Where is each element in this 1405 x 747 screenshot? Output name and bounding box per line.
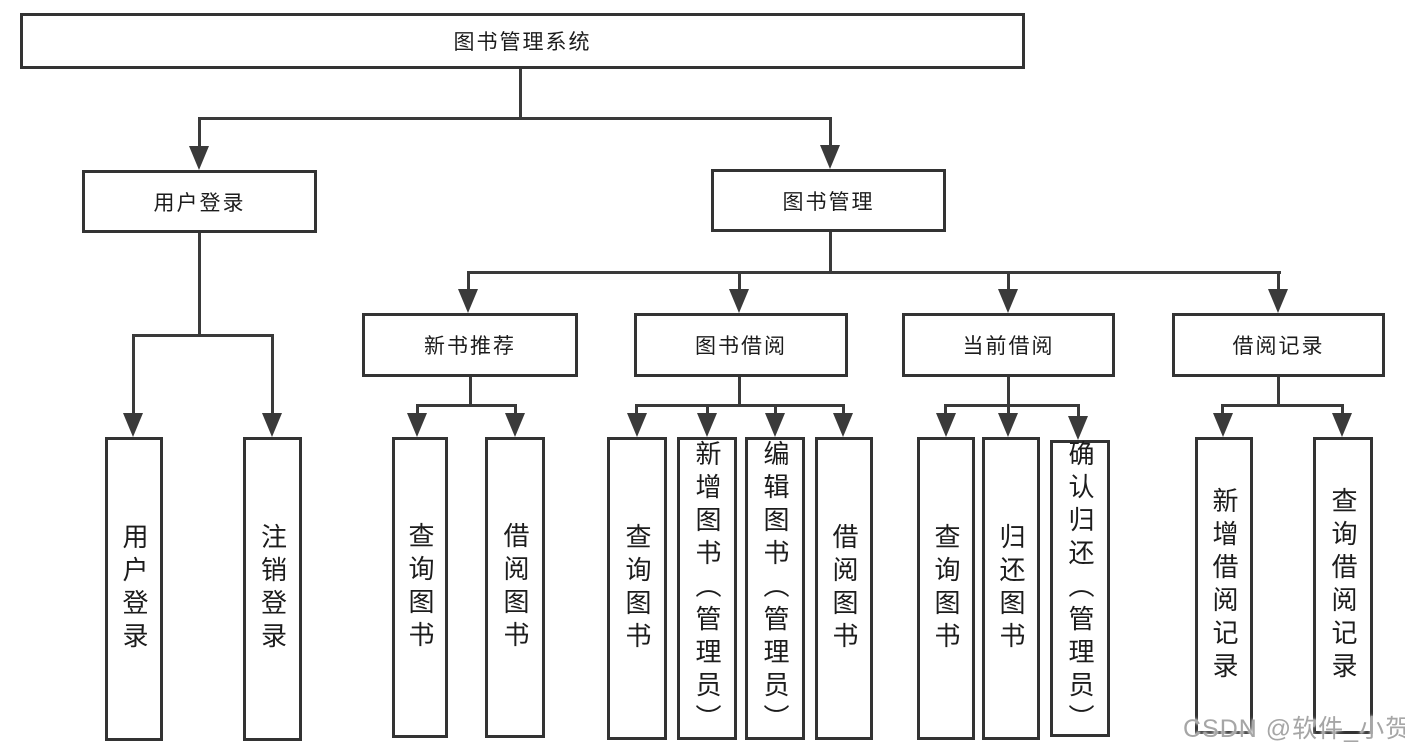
arrowhead-down-icon — [1213, 413, 1233, 437]
connector-line — [467, 271, 1281, 274]
connector-line — [416, 404, 517, 407]
connector-line — [1007, 271, 1010, 291]
connector-line — [198, 117, 201, 150]
arrowhead-down-icon — [458, 289, 478, 313]
leaf-label: 查询图书 — [405, 521, 435, 654]
connector-line — [829, 232, 832, 274]
arrowhead-down-icon — [189, 146, 209, 170]
arrowhead-down-icon — [407, 413, 427, 437]
arrowhead-down-icon — [833, 413, 853, 437]
leaf-label: 借阅图书 — [500, 521, 530, 654]
arrowhead-down-icon — [765, 413, 785, 437]
arrowhead-down-icon — [1268, 289, 1288, 313]
leaf-query-books-recommend: 查询图书 — [392, 437, 448, 738]
leaf-label: 用户登录 — [119, 523, 149, 655]
leaf-add-borrow-record: 新增借阅记录 — [1195, 437, 1253, 734]
connector-line — [467, 271, 470, 291]
leaf-borrow-books: 借阅图书 — [815, 437, 873, 740]
node-borrow-records: 借阅记录 — [1172, 313, 1385, 377]
leaf-query-books-borrow: 查询图书 — [607, 437, 667, 740]
node-book-borrow: 图书借阅 — [634, 313, 848, 377]
connector-line — [774, 404, 777, 418]
connector-line — [469, 377, 472, 407]
leaf-add-books-admin: 新增图书（管理员） — [677, 437, 737, 740]
leaf-label: 查询图书 — [931, 522, 961, 655]
leaf-edit-books-admin: 编辑图书（管理员） — [745, 437, 805, 740]
connector-line — [1077, 404, 1080, 418]
arrowhead-down-icon — [998, 289, 1018, 313]
leaf-query-books-current: 查询图书 — [917, 437, 975, 740]
connector-line — [416, 404, 419, 418]
connector-line — [635, 404, 638, 418]
connector-line — [1277, 377, 1280, 407]
connector-line — [132, 334, 274, 337]
connector-line — [198, 233, 201, 337]
connector-line — [519, 69, 522, 120]
arrowhead-down-icon — [627, 413, 647, 437]
connector-line — [635, 404, 845, 407]
leaf-user-login: 用户登录 — [105, 437, 163, 741]
node-current-borrow: 当前借阅 — [902, 313, 1115, 377]
leaf-label: 查询借阅记录 — [1328, 486, 1358, 685]
connector-line — [271, 334, 274, 416]
arrowhead-down-icon — [1068, 416, 1088, 440]
arrowhead-down-icon — [262, 413, 282, 437]
node-book-management: 图书管理 — [711, 169, 946, 232]
leaf-label: 确认归还（管理员） — [1065, 440, 1095, 737]
connector-line — [1277, 271, 1280, 291]
connector-line — [1341, 404, 1344, 418]
connector-line — [842, 404, 845, 418]
leaf-label: 编辑图书（管理员） — [760, 440, 790, 737]
arrowhead-down-icon — [998, 413, 1018, 437]
connector-line — [1007, 404, 1010, 418]
connector-line — [944, 404, 947, 418]
node-new-book-recommend: 新书推荐 — [362, 313, 578, 377]
leaf-return-books: 归还图书 — [982, 437, 1040, 740]
node-root-library-system: 图书管理系统 — [20, 13, 1025, 69]
connector-line — [198, 117, 832, 120]
leaf-label: 归还图书 — [996, 522, 1026, 655]
arrowhead-down-icon — [123, 413, 143, 437]
leaf-query-borrow-record: 查询借阅记录 — [1313, 437, 1373, 734]
arrowhead-down-icon — [1332, 413, 1352, 437]
arrowhead-down-icon — [505, 413, 525, 437]
arrowhead-down-icon — [936, 413, 956, 437]
csdn-watermark: CSDN @软件_小贺同学 — [1183, 715, 1405, 743]
node-user-login: 用户登录 — [82, 170, 317, 233]
leaf-label: 新增借阅记录 — [1209, 486, 1239, 685]
connector-line — [706, 404, 709, 418]
leaf-label: 新增图书（管理员） — [692, 440, 722, 737]
connector-line — [1007, 377, 1010, 407]
leaf-borrow-books-recommend: 借阅图书 — [485, 437, 545, 738]
leaf-label: 借阅图书 — [829, 522, 859, 655]
connector-line — [132, 334, 135, 416]
connector-line — [1221, 404, 1224, 418]
leaf-label: 查询图书 — [622, 522, 652, 655]
leaf-label: 注销登录 — [257, 523, 288, 655]
connector-line — [829, 117, 832, 149]
connector-line — [1221, 404, 1344, 407]
leaf-logout: 注销登录 — [243, 437, 302, 741]
arrowhead-down-icon — [729, 289, 749, 313]
connector-line — [738, 377, 741, 407]
leaf-confirm-return-admin: 确认归还（管理员） — [1050, 440, 1110, 737]
connector-line — [738, 271, 741, 291]
arrowhead-down-icon — [697, 413, 717, 437]
arrowhead-down-icon — [820, 145, 840, 169]
connector-line — [944, 404, 1080, 407]
connector-line — [514, 404, 517, 418]
